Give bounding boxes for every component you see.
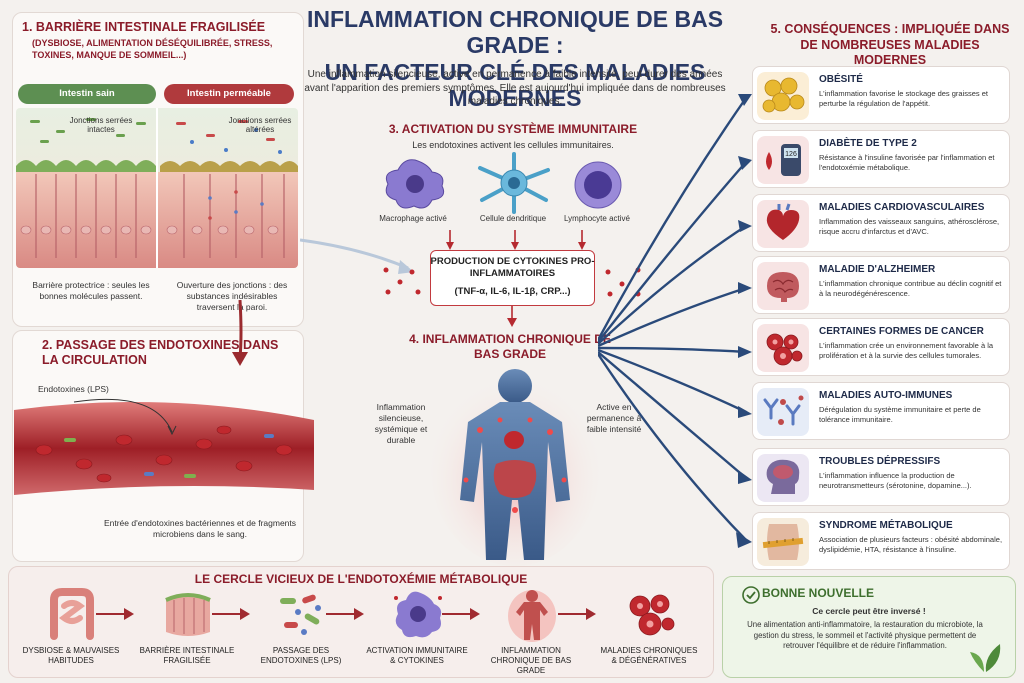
consequence-card-alzheimer: Maladie d'Alzheimer L'inflammation chron… <box>752 256 1010 314</box>
check-circle-icon <box>742 586 760 604</box>
consequence-title: Maladies auto-immunes <box>819 390 953 401</box>
tumor-cells-icon <box>757 324 809 372</box>
consequence-title: Certaines formes de cancer <box>819 326 984 337</box>
consequence-card-obesity: Obésité L'inflammation favorise le stock… <box>752 66 1010 124</box>
lymphocyte-label: Lymphocyte activé <box>564 214 630 223</box>
intestine-icon <box>50 588 94 640</box>
cycle-step-label: Activation immunitaire & cytokines <box>366 646 468 665</box>
consequence-desc: Inflammation des vaisseaux sanguins, ath… <box>819 217 1000 237</box>
cycle-step-label: Barrière intestinale fragilisée <box>139 646 235 665</box>
junction-intact-label: Jonctions serrées intactes <box>69 116 133 134</box>
panel-good-news <box>722 576 1016 678</box>
consequence-title: Maladie d'Alzheimer <box>819 264 936 275</box>
body-icon <box>508 590 556 642</box>
fat-cells-icon <box>757 72 809 120</box>
consequence-desc: L'inflammation crée un environnement fav… <box>819 341 994 361</box>
cycle-step-barrier: Barrière intestinale fragilisée <box>140 586 234 678</box>
consequence-title: Diabète de type 2 <box>819 138 917 149</box>
main-title-line2: un facteur clé des maladies modernes <box>324 58 706 112</box>
consequence-desc: Dérégulation du système immunitaire et p… <box>819 405 981 425</box>
immune-cell-icon <box>394 591 442 638</box>
intestinal-wall-illustration <box>16 108 298 268</box>
cells-icon <box>629 594 675 636</box>
consequence-desc: Association de plusieurs facteurs : obés… <box>819 535 1003 555</box>
cytokine-title: Production de cytokines pro-inflammatoir… <box>430 256 595 279</box>
consequence-desc: L'inflammation influence la production d… <box>819 471 972 491</box>
cycle-step-inflammation: Inflammation chronique de bas grade <box>486 586 576 678</box>
glucometer-icon: 126 <box>757 136 809 184</box>
intro-text: Une inflammation silencieuse, active en … <box>304 69 726 107</box>
heart-icon <box>757 200 809 248</box>
main-title: Inflammation chronique de bas grade : un… <box>280 6 750 112</box>
macrophage-label: Macrophage activé <box>379 214 447 223</box>
antibodies-icon <box>757 388 809 436</box>
cycle-step-label: Maladies chroniques & dégénératives <box>600 646 698 665</box>
healthy-gut-caption: Barrière protectrice : seules les bonnes… <box>32 280 150 302</box>
panel-vicious-circle <box>8 566 714 678</box>
cycle-title: Le cercle vicieux de l'endotoxémie métab… <box>194 572 528 586</box>
vessel-caption: Entrée d'endotoxines bactériennes et de … <box>103 518 297 540</box>
cycle-step-immune: Activation immunitaire & cytokines <box>366 586 468 678</box>
section2-title: 2. Passage des endotoxines dans la circu… <box>42 338 279 367</box>
endotoxin-label: Endotoxines (LPS) <box>38 384 109 394</box>
consequence-desc: L'inflammation chronique contribue au dé… <box>819 279 1002 299</box>
dendritic-cell-label: Cellule dendritique <box>479 214 547 223</box>
cycle-step-dysbiosis: Dysbiose & mauvaises habitudes <box>23 586 119 678</box>
healthy-gut-badge: Intestin sain <box>18 84 156 104</box>
brain-icon <box>757 262 809 310</box>
consequence-desc: Résistance à l'insuline favorisée par l'… <box>819 153 995 173</box>
consequence-card-metabolic: Syndrome métabolique Association de plus… <box>752 512 1010 570</box>
macrophage-icon <box>385 159 445 209</box>
consequence-title: Maladies cardiovasculaires <box>819 202 985 213</box>
cytokine-dots-left-icon <box>383 267 421 295</box>
leaf-icon <box>970 644 1001 672</box>
bacteria-icon <box>280 594 321 635</box>
blood-vessel-illustration <box>14 398 314 495</box>
consequence-title: Obésité <box>819 74 863 85</box>
inflammation-left-text: Inflammation silencieuse, systémique et … <box>374 402 428 446</box>
consequence-desc: L'inflammation favorise le stockage des … <box>819 89 989 109</box>
cycle-step-label: Passage des endotoxines (LPS) <box>260 646 342 665</box>
dendritic-cell-icon <box>478 152 550 214</box>
consequence-card-depression: Troubles dépressifs L'inflammation influ… <box>752 448 1010 506</box>
cytokine-box <box>430 250 595 306</box>
cycle-step-label: Dysbiose & mauvaises habitudes <box>22 646 120 665</box>
cycle-arrows-icon <box>96 608 596 620</box>
consequence-card-diabetes: 126 Diabète de type 2 Résistance à l'ins… <box>752 130 1010 188</box>
consequence-card-autoimmune: Maladies auto-immunes Dérégulation du sy… <box>752 382 1010 440</box>
cytokine-list: (TNF-α, IL-6, IL-1β, CRP...) <box>454 286 571 297</box>
inflamed-body-icon <box>431 369 599 566</box>
cycle-step-diseases: Maladies chroniques & dégénératives <box>601 586 697 678</box>
consequence-arrows-icon <box>598 94 752 548</box>
intestine-wall-icon <box>165 593 211 636</box>
junction-altered-label: Jonctions serrées altérées <box>228 116 292 134</box>
consequence-card-cancer: Certaines formes de cancer L'inflammatio… <box>752 318 1010 376</box>
lymphocyte-icon <box>574 161 622 209</box>
waist-measure-icon <box>757 518 809 566</box>
cycle-step-endotoxins: Passage des endotoxines (LPS) <box>256 586 346 678</box>
inflammation-right-text: Active en permanence à faible intensité <box>586 402 642 435</box>
section3-subtitle: Les endotoxines activent les cellules im… <box>412 140 614 150</box>
section4-title: 4. Inflammation chronique de bas grade <box>409 332 611 361</box>
good-news-title: Bonne nouvelle <box>762 586 875 600</box>
section1-subtitle: (Dysbiose, alimentation déséquilibrée, s… <box>32 38 273 60</box>
cycle-step-label: Inflammation chronique de bas grade <box>490 646 572 675</box>
glucose-reading: 126 <box>785 151 797 158</box>
arrow-down-icon <box>232 300 248 366</box>
section1-title: 1. Barrière intestinale fragilisée <box>22 20 266 34</box>
arrow-down-small-icon <box>507 306 517 327</box>
cytokine-arrows-icon <box>446 230 586 250</box>
section5-title: 5. Conséquences : impliquée dans de nomb… <box>770 22 1010 68</box>
consequence-card-cardio: Maladies cardiovasculaires Inflammation … <box>752 194 1010 252</box>
leaky-gut-badge: Intestin perméable <box>164 84 294 104</box>
main-title-line1: Inflammation chronique de bas grade : <box>306 6 724 59</box>
leaky-gut-caption: Ouverture des jonctions : des substances… <box>176 280 288 313</box>
section3-title: 3. Activation du système immunitaire <box>388 122 638 136</box>
consequence-title: Syndrome métabolique <box>819 520 953 531</box>
good-news-desc: Une alimentation anti-inflammatoire, la … <box>747 620 983 651</box>
consequence-title: Troubles dépressifs <box>819 456 941 467</box>
head-profile-icon <box>757 454 809 502</box>
good-news-subtitle: Ce cercle peut être inversé ! <box>812 606 926 616</box>
